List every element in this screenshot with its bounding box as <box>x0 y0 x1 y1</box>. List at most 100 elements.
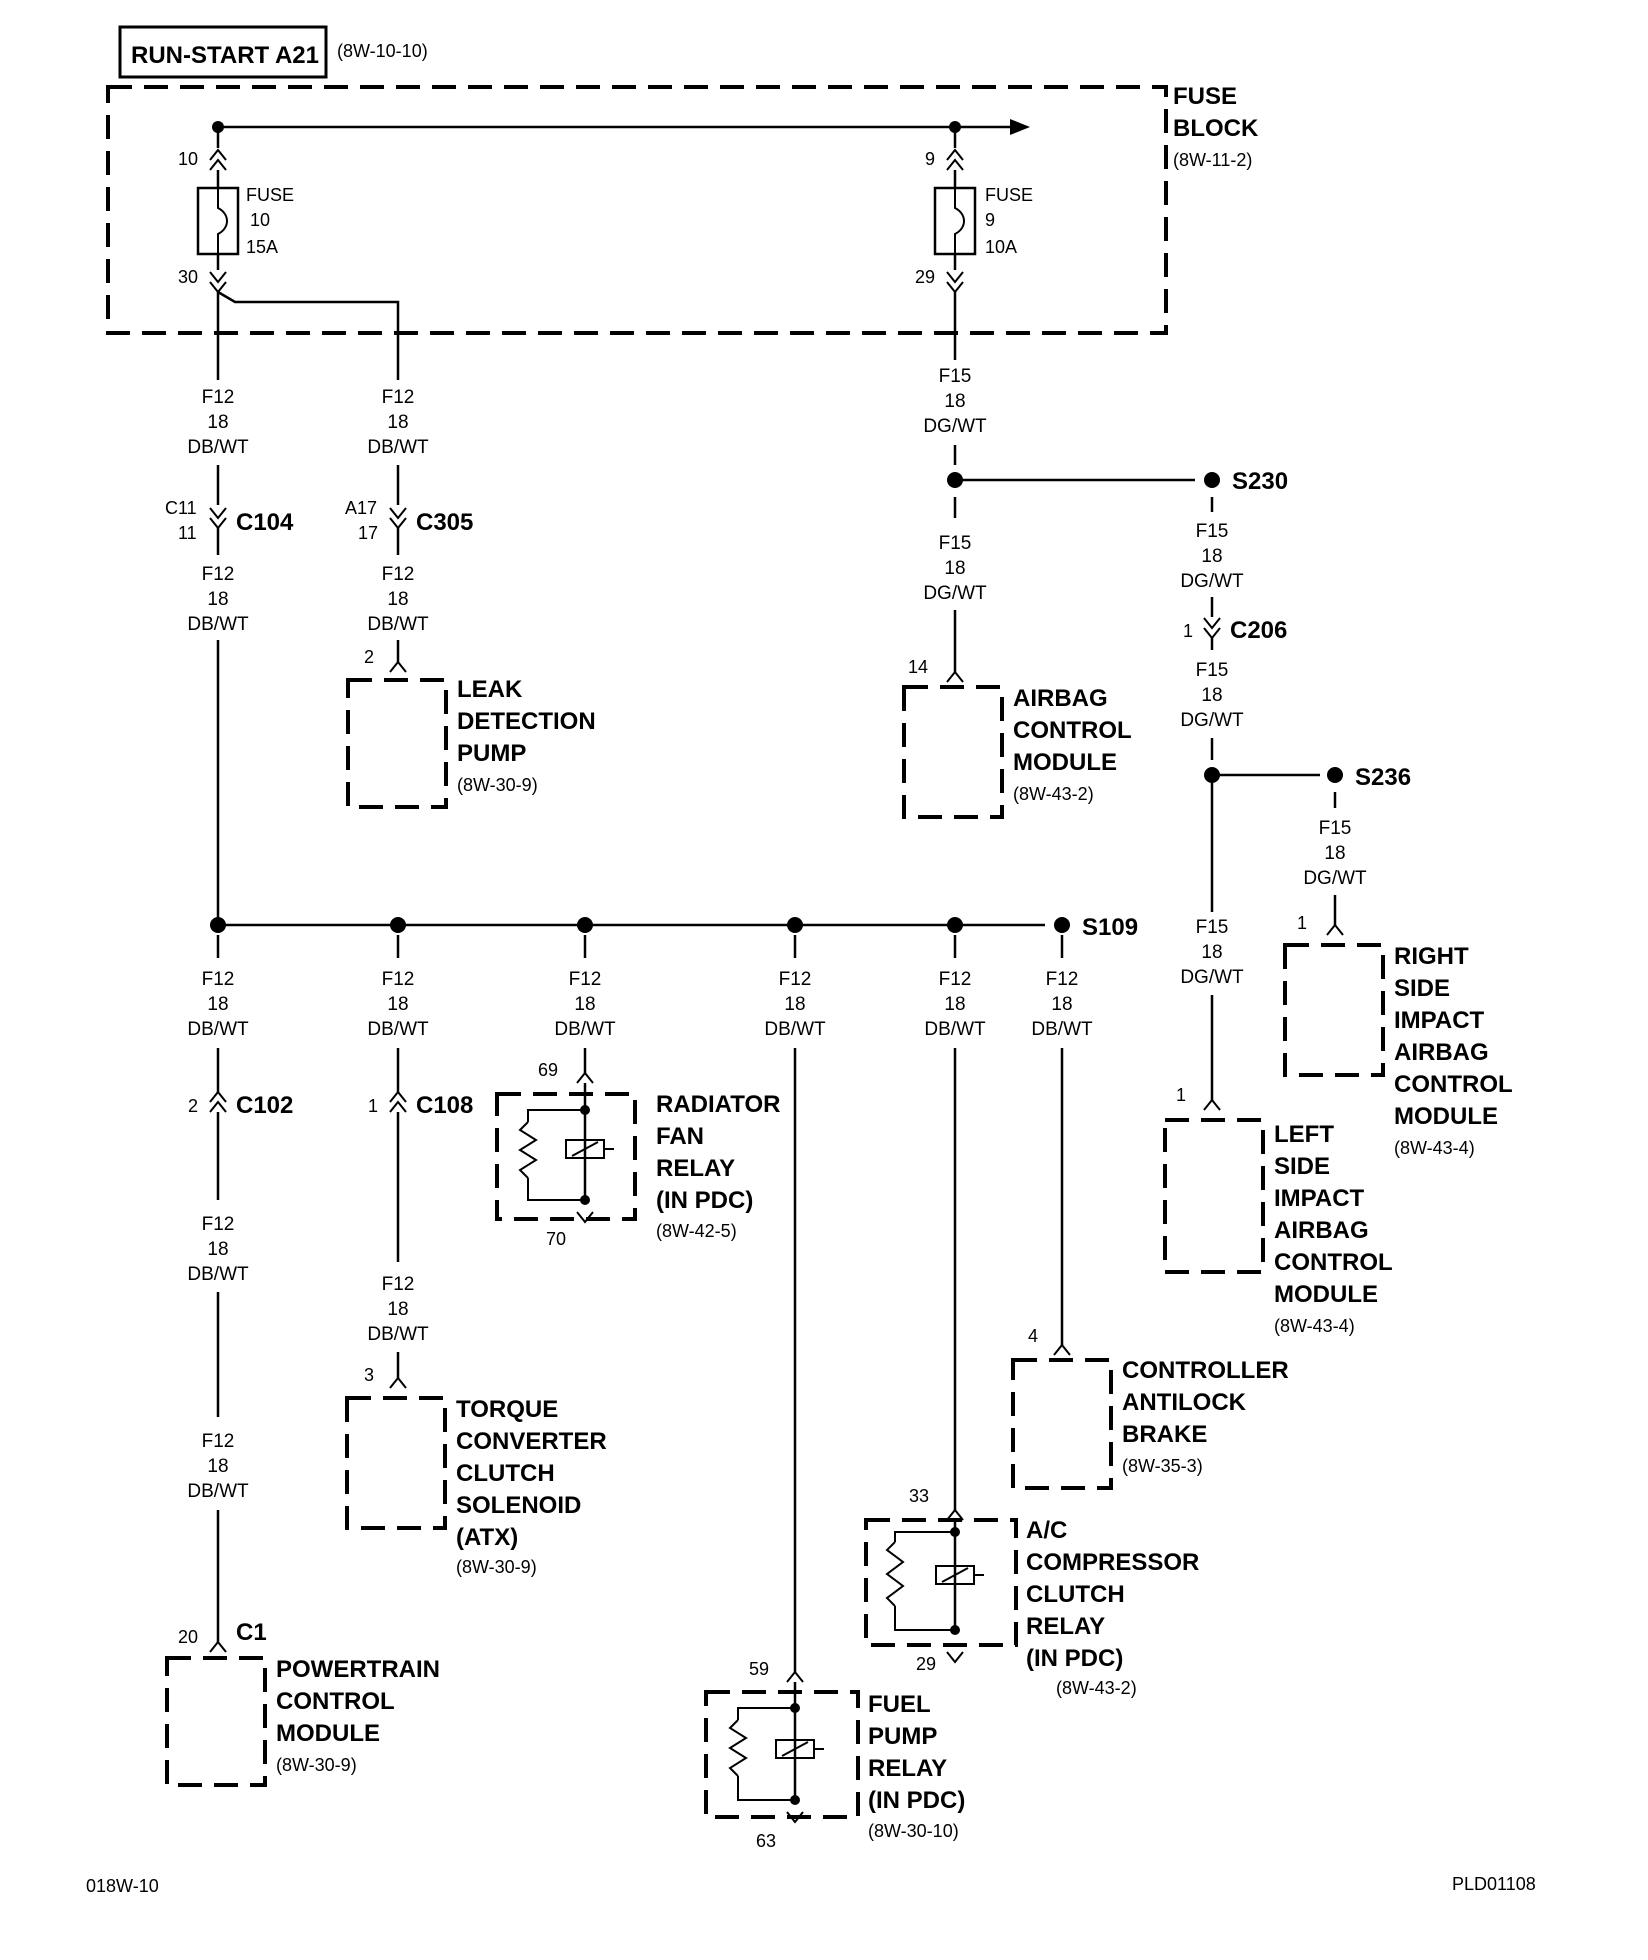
c102-pin: 2 <box>188 1096 198 1116</box>
svg-text:DB/WT: DB/WT <box>924 1019 986 1040</box>
fuse-10-rating: 15A <box>246 237 278 257</box>
svg-text:(8W-42-5): (8W-42-5) <box>656 1221 737 1241</box>
s230-dot <box>1204 472 1220 488</box>
svg-text:AIRBAG: AIRBAG <box>1274 1217 1369 1244</box>
svg-text:CONTROL: CONTROL <box>1274 1249 1393 1276</box>
s109-node-1 <box>210 917 226 933</box>
svg-text:F12: F12 <box>1046 969 1079 990</box>
ac-compressor-relay-label: A/C COMPRESSOR CLUTCH RELAY (IN PDC) (8W… <box>1026 1517 1199 1698</box>
s109-dot <box>1054 917 1070 933</box>
airbag-pin: 14 <box>908 657 928 677</box>
svg-text:(ATX): (ATX) <box>456 1524 518 1551</box>
radiator-relay-symbol <box>518 1083 614 1224</box>
fuse-10 <box>196 127 400 380</box>
svg-text:F12: F12 <box>382 969 415 990</box>
svg-text:DG/WT: DG/WT <box>923 583 987 604</box>
wire-label-2: F12 18 DB/WT <box>187 564 249 635</box>
wire-label-8: F15 18 DG/WT <box>1180 660 1244 731</box>
footer-left: 018W-10 <box>86 1876 159 1896</box>
svg-text:F12: F12 <box>202 1431 235 1452</box>
fuel-pin-in-symbol <box>786 1670 804 1683</box>
right-side-impact-label: RIGHT SIDE IMPACT AIRBAG CONTROL MODULE … <box>1394 943 1513 1158</box>
rad-pin-out: 70 <box>546 1229 566 1249</box>
svg-text:18: 18 <box>387 994 408 1015</box>
tcc-pin-symbol <box>389 1376 407 1389</box>
leak-pump-pin-symbol <box>389 660 407 673</box>
svg-text:POWERTRAIN: POWERTRAIN <box>276 1656 440 1683</box>
svg-text:F15: F15 <box>939 533 972 554</box>
controller-antilock-brake-box <box>1011 1358 1113 1490</box>
svg-text:DB/WT: DB/WT <box>367 1324 429 1345</box>
svg-text:DB/WT: DB/WT <box>764 1019 826 1040</box>
c108-pin: 1 <box>368 1096 378 1116</box>
svg-text:RELAY: RELAY <box>868 1755 947 1782</box>
svg-text:18: 18 <box>944 994 965 1015</box>
svg-text:DETECTION: DETECTION <box>457 708 596 735</box>
svg-text:18: 18 <box>1324 843 1345 864</box>
svg-text:RELAY: RELAY <box>1026 1613 1105 1640</box>
bus-arrow <box>1010 119 1030 135</box>
svg-text:DG/WT: DG/WT <box>1180 710 1244 731</box>
svg-text:MODULE: MODULE <box>276 1720 380 1747</box>
fuse-10-pin-out: 30 <box>178 267 198 287</box>
svg-text:MODULE: MODULE <box>1274 1281 1378 1308</box>
airbag-control-module-label: AIRBAG CONTROL MODULE (8W-43-2) <box>1013 685 1132 804</box>
svg-text:(8W-43-4): (8W-43-4) <box>1394 1138 1475 1158</box>
wire-label-3: F12 18 DB/WT <box>367 387 429 458</box>
svg-text:DB/WT: DB/WT <box>187 437 249 458</box>
svg-text:F12: F12 <box>202 564 235 585</box>
wire-label-4: F12 18 DB/WT <box>367 564 429 635</box>
svg-text:(8W-43-2): (8W-43-2) <box>1013 784 1094 804</box>
left-impact-pin-symbol <box>1203 1098 1221 1111</box>
torque-converter-box <box>345 1396 447 1530</box>
ac-compressor-relay-box <box>864 1518 1018 1647</box>
wire-label-pcm-2: F12 18 DB/WT <box>187 1431 249 1502</box>
svg-text:IMPACT: IMPACT <box>1394 1007 1485 1034</box>
rad-pin-in-symbol <box>576 1071 594 1084</box>
svg-text:F15: F15 <box>939 366 972 387</box>
pcm-box <box>165 1656 267 1787</box>
c305-name: C305 <box>416 509 473 536</box>
svg-text:(IN PDC): (IN PDC) <box>656 1187 753 1214</box>
svg-text:DG/WT: DG/WT <box>1303 868 1367 889</box>
title: RUN-START A21 <box>131 42 319 69</box>
svg-text:LEFT: LEFT <box>1274 1121 1334 1148</box>
wire-label-5: F15 18 DG/WT <box>923 366 987 437</box>
svg-text:F12: F12 <box>202 387 235 408</box>
s109-drop-ticks <box>216 935 1064 958</box>
c1-symbol <box>209 1640 227 1653</box>
svg-text:(8W-35-3): (8W-35-3) <box>1122 1456 1203 1476</box>
fuse-10-number: 10 <box>250 210 270 230</box>
svg-text:F15: F15 <box>1196 521 1229 542</box>
left-side-impact-box <box>1163 1118 1265 1274</box>
c102-name: C102 <box>236 1092 293 1119</box>
s109-node-3 <box>577 917 593 933</box>
svg-text:18: 18 <box>944 391 965 412</box>
wire-label-9: F15 18 DG/WT <box>1180 917 1244 988</box>
svg-text:(8W-30-9): (8W-30-9) <box>456 1557 537 1577</box>
c206-name: C206 <box>1230 617 1287 644</box>
right-impact-pin: 1 <box>1297 913 1307 933</box>
wire-label-1: F12 18 DB/WT <box>187 387 249 458</box>
svg-text:18: 18 <box>1201 942 1222 963</box>
svg-text:18: 18 <box>574 994 595 1015</box>
svg-text:(8W-30-10): (8W-30-10) <box>868 1821 959 1841</box>
svg-text:18: 18 <box>1051 994 1072 1015</box>
c206-pin: 1 <box>1183 621 1193 641</box>
svg-text:F15: F15 <box>1196 660 1229 681</box>
svg-text:18: 18 <box>1201 546 1222 567</box>
c1-name: C1 <box>236 1619 267 1646</box>
svg-text:F12: F12 <box>382 564 415 585</box>
svg-text:RELAY: RELAY <box>656 1155 735 1182</box>
fuse-9-rating: 10A <box>985 237 1017 257</box>
fuse-9-pin-in: 9 <box>925 149 935 169</box>
ac-pin-in: 33 <box>909 1486 929 1506</box>
fuel-pump-relay-box <box>704 1690 860 1819</box>
c108-symbol <box>389 1090 407 1113</box>
svg-text:DG/WT: DG/WT <box>1180 967 1244 988</box>
svg-text:DB/WT: DB/WT <box>367 1019 429 1040</box>
svg-text:18: 18 <box>1201 685 1222 706</box>
svg-text:(8W-43-2): (8W-43-2) <box>1056 1678 1137 1698</box>
